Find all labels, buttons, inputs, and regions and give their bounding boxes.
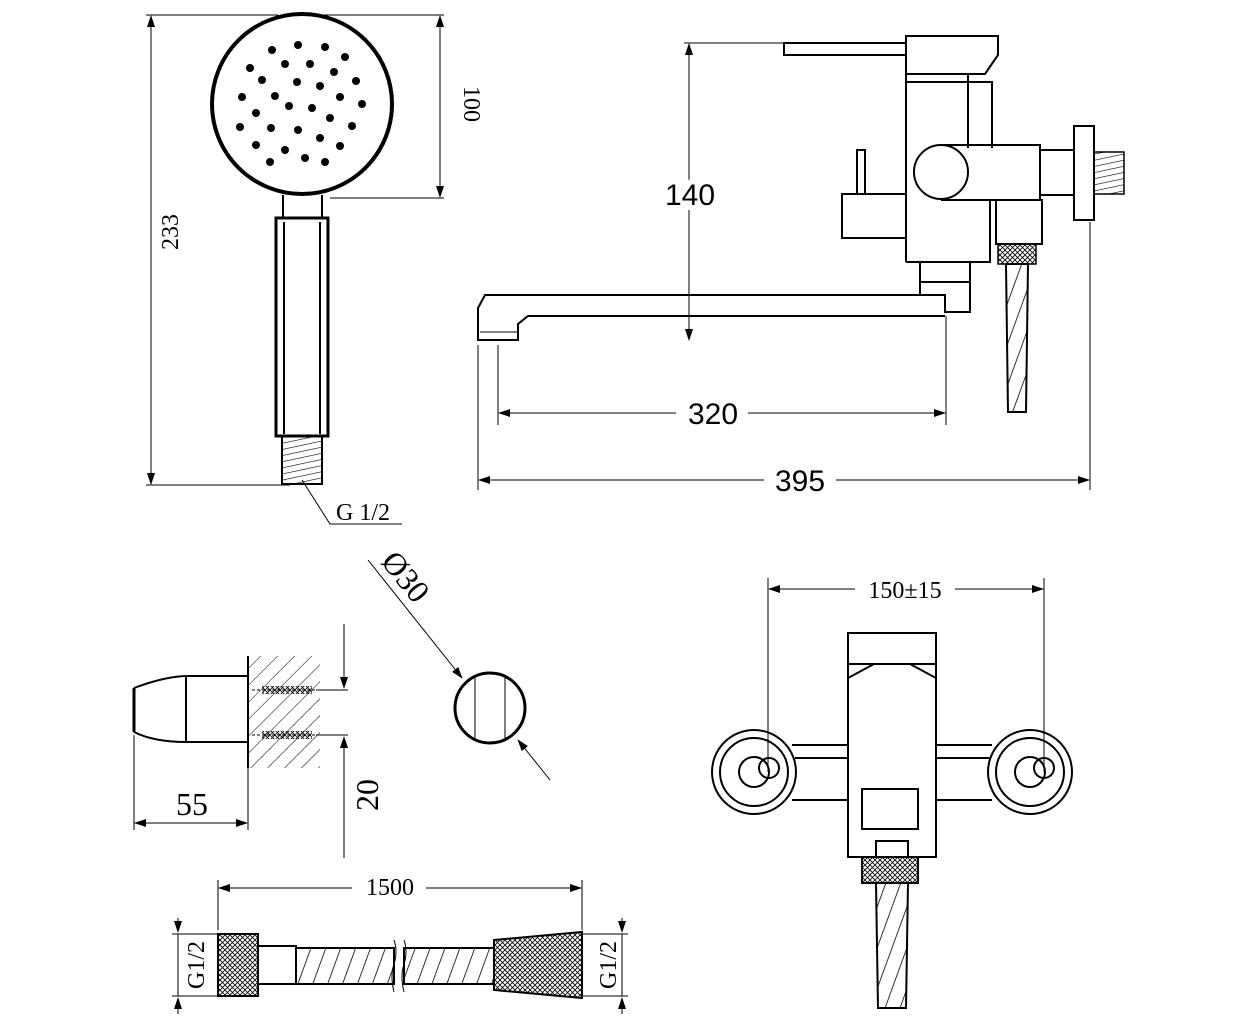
mixer-side-view: 140 [477,35,1125,498]
hose-thread-left-label: G1/2 [184,941,210,989]
dim-100-label: 100 [458,86,484,122]
shower-thread [281,435,323,485]
wall-holder: 55 20 [132,624,385,858]
pipe-section: Ø30 [367,544,551,781]
dim-20-label: 20 [349,779,385,811]
mixer-front-view: 150±15 [711,574,1073,1009]
dim-150-label: 150±15 [868,578,941,604]
dim-320-label: 320 [688,398,738,431]
hand-shower: 233 100 G 1/2 [146,12,484,526]
dim-140-label: 140 [665,179,715,212]
shower-hose: 1500 G1/2 G1/2 [172,874,628,1014]
hose-thread-right-label: G1/2 [596,941,622,989]
dim-30-label: Ø30 [375,544,438,609]
dim-55-label: 55 [176,786,208,822]
dim-395-label: 395 [775,465,825,498]
shower-nozzles [236,41,366,166]
shower-neck [282,195,323,219]
dim-1500-label: 1500 [366,875,414,901]
shower-thread-label: G 1/2 [336,500,390,526]
dim-233-label: 233 [158,214,184,250]
